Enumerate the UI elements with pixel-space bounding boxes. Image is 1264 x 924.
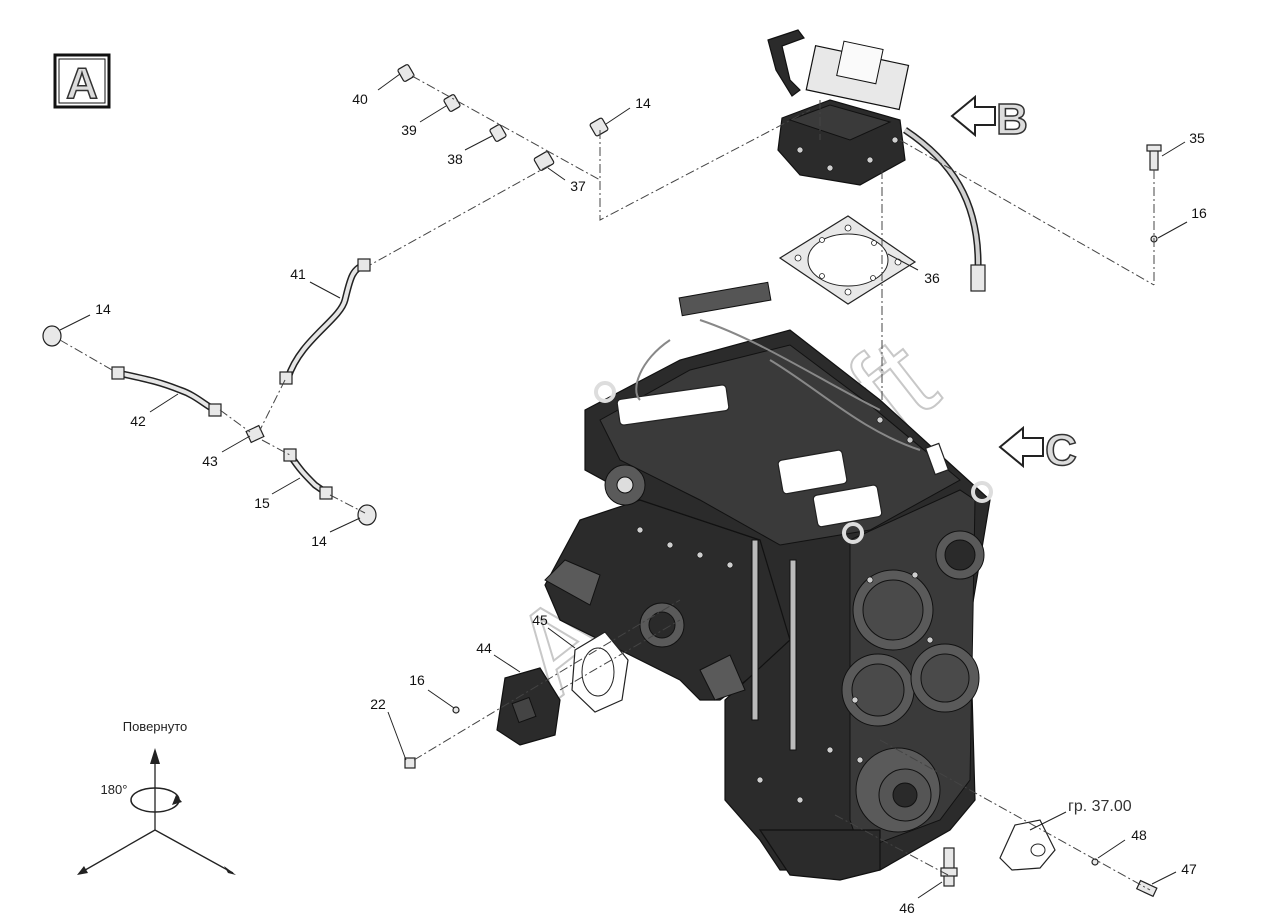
fittings-top [397, 64, 609, 171]
callout-48: 48 [1131, 827, 1147, 843]
bolt-22 [404, 757, 416, 769]
reference-label: гр. 37.00 [1068, 798, 1132, 815]
rotation-label: Повернуто [123, 719, 188, 734]
washer-16-bottom [452, 706, 460, 714]
callout-36: 36 [924, 270, 940, 286]
sensor-46 [940, 847, 958, 887]
callout-47: 47 [1181, 861, 1197, 877]
cover-44 [496, 667, 561, 746]
callout-41: 41 [290, 266, 306, 282]
view-c-arrow: C [998, 425, 1078, 476]
view-a-letter: A [66, 59, 98, 108]
callout-39: 39 [401, 122, 417, 138]
view-c-letter: C [1045, 426, 1077, 475]
callout-45: 45 [532, 612, 548, 628]
callout-42: 42 [130, 413, 146, 429]
view-b-letter: B [996, 95, 1028, 144]
view-a-box: A [53, 53, 111, 109]
bolt-47 [1135, 879, 1158, 898]
callout-40: 40 [352, 91, 368, 107]
callout-14-top: 14 [635, 95, 651, 111]
callout-14-bottom: 14 [311, 533, 327, 549]
callout-35: 35 [1189, 130, 1205, 146]
bracket-37 [999, 819, 1056, 871]
assembly-lines [59, 75, 1155, 891]
rotation-symbol: Повернуто 180° [77, 719, 236, 875]
rotation-angle: 180° [101, 782, 128, 797]
fittings-left [42, 325, 377, 526]
callout-44: 44 [476, 640, 492, 656]
pipe-42 [111, 366, 222, 417]
callout-16-top: 16 [1191, 205, 1207, 221]
callout-14-left: 14 [95, 301, 111, 317]
gasket-36 [778, 215, 917, 305]
bolt-35 [1146, 144, 1162, 171]
callout-16-bottom: 16 [409, 672, 425, 688]
valve-assembly-b [767, 29, 986, 292]
callout-37: 37 [570, 178, 586, 194]
callout-38: 38 [447, 151, 463, 167]
callout-46: 46 [899, 900, 915, 916]
gearbox-housing [544, 281, 993, 881]
view-b-arrow: B [950, 94, 1029, 145]
callouts: 40 39 38 37 14 41 14 42 43 15 14 35 16 3… [59, 73, 1207, 916]
pipe-41 [279, 258, 371, 385]
gasket-45 [571, 631, 629, 713]
callout-43: 43 [202, 453, 218, 469]
callout-15: 15 [254, 495, 270, 511]
callout-22: 22 [370, 696, 386, 712]
